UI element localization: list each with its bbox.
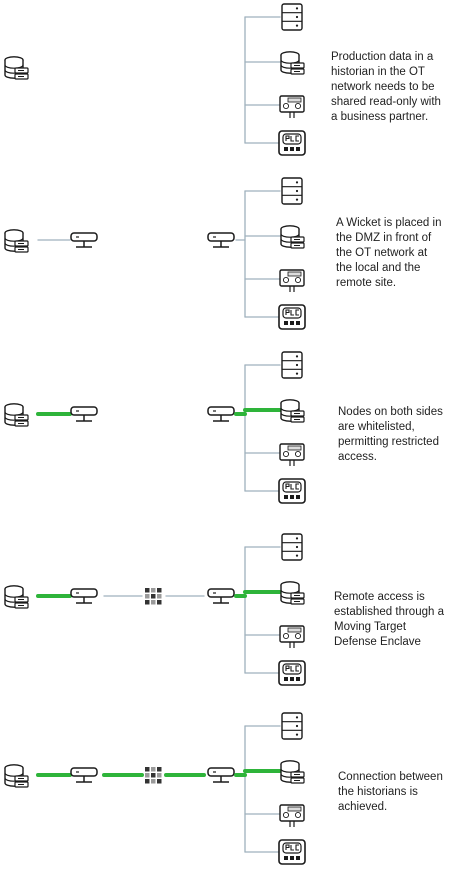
step-1-caption: Production data in a historian in the OT…: [331, 51, 441, 123]
step-3-caption: Nodes on both sides are whitelisted, per…: [338, 406, 443, 463]
remote-historian-icon: [280, 581, 305, 605]
remote-server-icon: [281, 351, 303, 379]
remote-server-icon: [281, 712, 303, 740]
step-5-caption: Connection between the historians is ach…: [338, 771, 443, 813]
remote-plc-icon: [278, 478, 306, 504]
local-wicket-icon: [70, 767, 98, 783]
remote-historian-icon: [280, 51, 305, 75]
remote-server-icon: [281, 3, 303, 31]
remote-plc-icon: [278, 130, 306, 156]
remote-hmi-icon: [279, 625, 305, 648]
local-wicket-icon: [70, 232, 98, 248]
remote-server-icon: [281, 533, 303, 561]
remote-wicket-icon: [207, 588, 235, 604]
remote-hmi-icon: [279, 269, 305, 292]
moving-target-enclave-icon: [145, 588, 162, 605]
step-4-caption: Remote access is established through a M…: [334, 591, 444, 648]
step-2-caption: A Wicket is placed in the DMZ in front o…: [336, 217, 442, 289]
local-wicket-icon: [70, 588, 98, 604]
remote-hmi-icon: [279, 804, 305, 827]
local-historian-icon: [4, 229, 29, 253]
local-historian-icon: [4, 585, 29, 609]
remote-historian-icon: [280, 760, 305, 784]
remote-historian-icon: [280, 225, 305, 249]
local-historian-icon: [4, 403, 29, 427]
moving-target-enclave-icon: [145, 767, 162, 784]
remote-hmi-icon: [279, 95, 305, 118]
remote-historian-icon: [280, 399, 305, 423]
remote-plc-icon: [278, 839, 306, 865]
local-historian-icon: [4, 764, 29, 788]
remote-plc-icon: [278, 304, 306, 330]
local-wicket-icon: [70, 406, 98, 422]
remote-wicket-icon: [207, 767, 235, 783]
local-historian-icon: [4, 56, 29, 80]
remote-wicket-icon: [207, 406, 235, 422]
remote-wicket-icon: [207, 232, 235, 248]
remote-hmi-icon: [279, 443, 305, 466]
remote-plc-icon: [278, 660, 306, 686]
remote-server-icon: [281, 177, 303, 205]
